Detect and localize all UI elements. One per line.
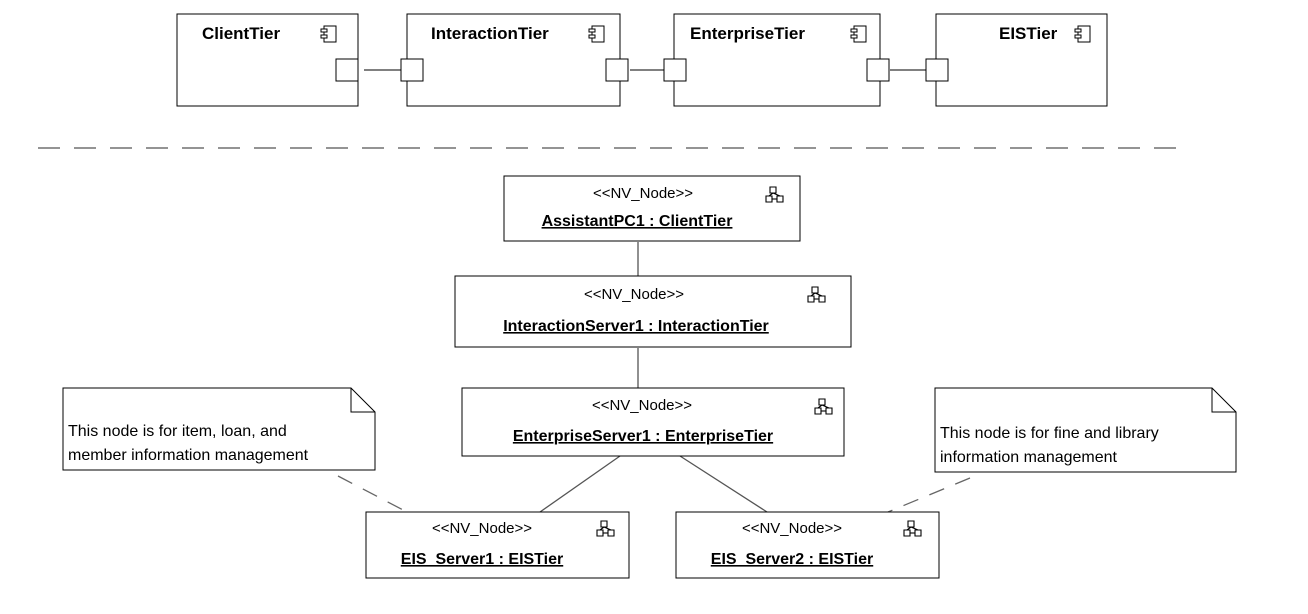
node-stereotype: <<NV_Node>> <box>592 397 692 414</box>
component-label: EnterpriseTier <box>690 24 805 43</box>
component-enterprise-tier[interactable]: EnterpriseTier <box>663 13 890 107</box>
node-name: EIS_Server1 : EISTier <box>401 551 563 568</box>
component-label: ClientTier <box>202 24 280 43</box>
component-icon <box>588 25 605 43</box>
edge-enterprise-eis1 <box>539 455 621 513</box>
node-stereotype: <<NV_Node>> <box>432 520 532 537</box>
note-text-line: member information management <box>68 447 309 464</box>
node-name: AssistantPC1 : ClientTier <box>542 213 733 230</box>
component-port[interactable] <box>335 58 359 82</box>
component-icon <box>850 25 867 43</box>
node-icon <box>765 186 784 203</box>
component-port[interactable] <box>663 58 687 82</box>
note-text-line: This node is for fine and library <box>940 425 1159 442</box>
component-client-tier[interactable]: ClientTier <box>176 13 359 107</box>
note-anchor-left <box>337 475 408 513</box>
edge-enterprise-eis2 <box>679 455 768 513</box>
component-port[interactable] <box>925 58 949 82</box>
node-interaction-server1[interactable]: <<NV_Node>> InteractionServer1 : Interac… <box>454 275 852 348</box>
node-icon <box>807 286 826 303</box>
component-port[interactable] <box>400 58 424 82</box>
node-icon <box>903 520 922 537</box>
component-interaction-tier[interactable]: InteractionTier <box>400 13 629 107</box>
node-icon <box>814 398 833 415</box>
node-assistant-pc1[interactable]: <<NV_Node>> AssistantPC1 : ClientTier <box>503 175 801 242</box>
note-text-line: This node is for item, loan, and <box>68 423 287 440</box>
node-eis-server2[interactable]: <<NV_Node>> EIS_Server2 : EISTier <box>675 511 940 579</box>
component-eis-tier[interactable]: EISTier <box>925 13 1108 107</box>
node-stereotype: <<NV_Node>> <box>742 520 842 537</box>
node-name: EnterpriseServer1 : EnterpriseTier <box>513 428 773 445</box>
note-anchor-right <box>887 477 971 513</box>
component-port[interactable] <box>605 58 629 82</box>
note-right[interactable]: This node is for fine and library inform… <box>934 387 1237 473</box>
node-eis-server1[interactable]: <<NV_Node>> EIS_Server1 : EISTier <box>365 511 630 579</box>
component-label: InteractionTier <box>431 24 549 43</box>
node-stereotype: <<NV_Node>> <box>584 286 684 303</box>
component-diagram: ClientTier InteractionTier EnterpriseTi <box>176 13 1108 107</box>
node-stereotype: <<NV_Node>> <box>593 185 693 202</box>
note-left[interactable]: This node is for item, loan, and member … <box>62 387 376 471</box>
note-text-line: information management <box>940 449 1118 466</box>
node-name: InteractionServer1 : InteractionTier <box>503 318 769 335</box>
node-icon <box>596 520 615 537</box>
node-name: EIS_Server2 : EISTier <box>711 551 873 568</box>
component-icon <box>320 25 337 43</box>
component-icon <box>1074 25 1091 43</box>
component-port[interactable] <box>866 58 890 82</box>
node-enterprise-server1[interactable]: <<NV_Node>> EnterpriseServer1 : Enterpri… <box>461 387 845 457</box>
component-label: EISTier <box>999 24 1058 43</box>
